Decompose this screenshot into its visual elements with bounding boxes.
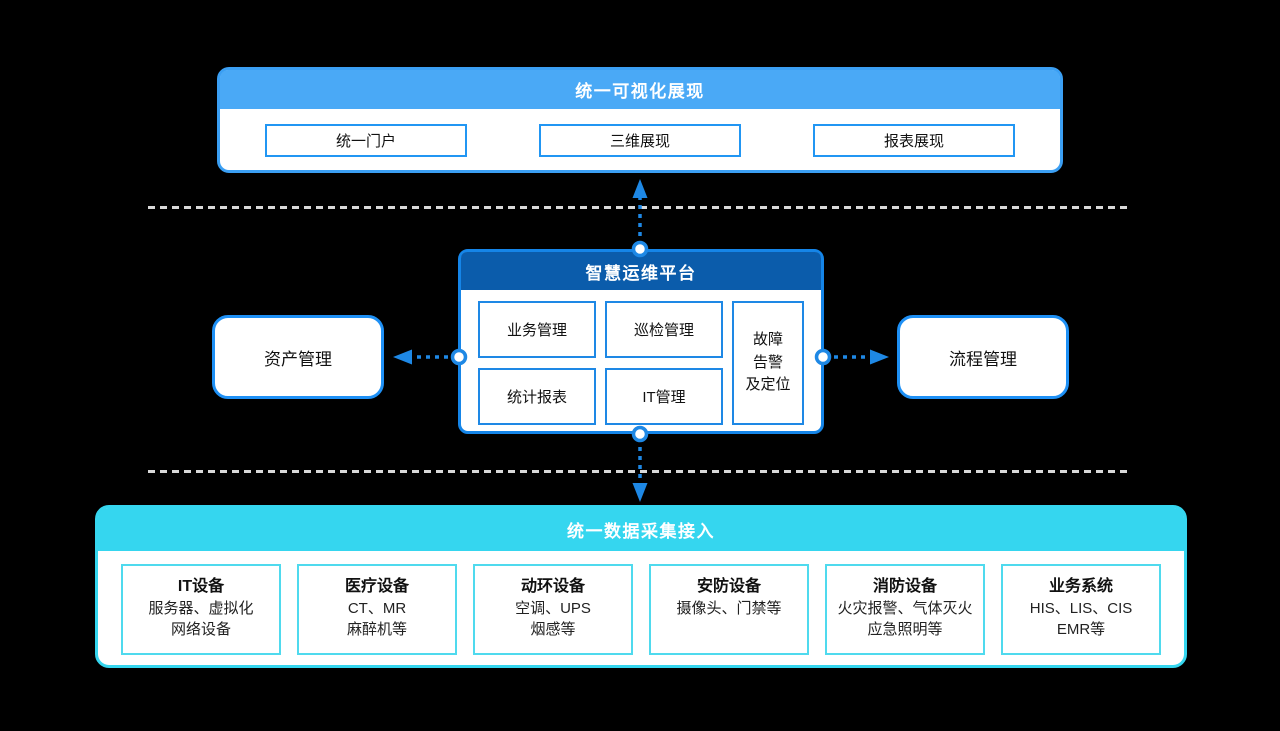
fault-alarm-location-box: 故障 告警 及定位 (732, 301, 804, 425)
platform-modules: 业务管理 统计报表 巡检管理 IT管理 故障 告警 及定位 (461, 290, 821, 425)
unified-portal-box: 统一门户 (265, 124, 467, 157)
environment-equipment-box: 动环设备 空调、UPS 烟感等 (473, 564, 633, 655)
data-collection-section-title: 统一数据采集接入 (98, 508, 1184, 551)
fault-line-1: 故障 (752, 331, 783, 349)
3d-display-box: 三维展现 (539, 124, 741, 157)
it-equipment-box: IT设备 服务器、虚拟化 网络设备 (121, 564, 281, 655)
platform-column-2: 巡检管理 IT管理 (605, 301, 723, 425)
platform-section-title: 智慧运维平台 (461, 252, 821, 290)
report-display-box: 报表展现 (813, 124, 1015, 157)
arrow-down-icon (632, 447, 648, 502)
medical-equipment-box: 医疗设备 CT、MR 麻醉机等 (297, 564, 457, 655)
fire-equipment-box: 消防设备 火灾报警、气体灭火 应急照明等 (825, 564, 985, 655)
dashed-separator-bottom (148, 470, 1130, 473)
fault-line-3: 及定位 (745, 376, 791, 394)
platform-section: 智慧运维平台 业务管理 统计报表 巡检管理 IT管理 故障 告警 及定位 (458, 249, 824, 434)
visualization-section: 统一可视化展现 统一门户 三维展现 报表展现 (217, 67, 1063, 173)
arrow-left-icon (393, 349, 448, 365)
data-collection-section: 统一数据采集接入 IT设备 服务器、虚拟化 网络设备 医疗设备 CT、MR 麻醉… (95, 505, 1187, 668)
fault-line-2: 告警 (752, 353, 783, 371)
process-management-box: 流程管理 (897, 315, 1069, 399)
platform-column-1: 业务管理 统计报表 (478, 301, 596, 425)
visualization-items: 统一门户 三维展现 报表展现 (220, 124, 1060, 157)
arrow-right-icon (834, 349, 889, 365)
device-list: IT设备 服务器、虚拟化 网络设备 医疗设备 CT、MR 麻醉机等 动环设备 空… (98, 551, 1184, 655)
asset-management-box: 资产管理 (212, 315, 384, 399)
business-system-box: 业务系统 HIS、LIS、CIS EMR等 (1001, 564, 1161, 655)
security-equipment-box: 安防设备 摄像头、门禁等 (649, 564, 809, 655)
business-management-box: 业务管理 (478, 301, 596, 358)
visualization-section-title: 统一可视化展现 (220, 70, 1060, 109)
inspection-management-box: 巡检管理 (605, 301, 723, 358)
it-management-box: IT管理 (605, 368, 723, 425)
statistics-report-box: 统计报表 (478, 368, 596, 425)
dashed-separator-top (148, 206, 1130, 209)
